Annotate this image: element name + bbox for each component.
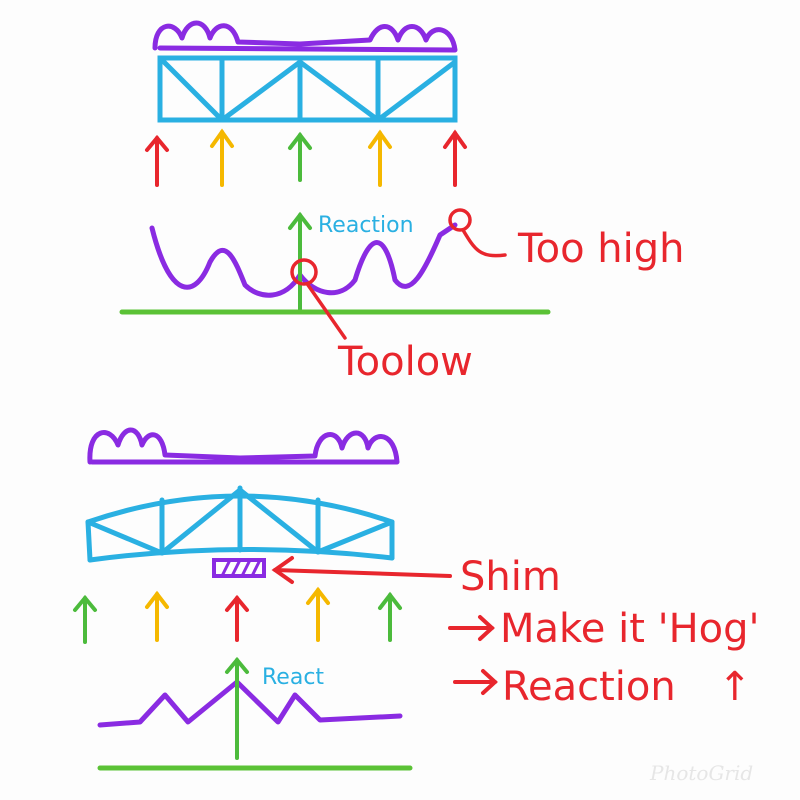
bottom-load-curve	[87, 427, 400, 465]
hog-label: Make it 'Hog'	[500, 606, 760, 652]
bottom-truss	[85, 485, 395, 563]
shim-label: Shim	[460, 554, 561, 600]
arrow-up-icon	[368, 129, 392, 187]
top-diagram: Reaction Too high Toolow	[119, 20, 685, 385]
arrow-up-icon	[145, 590, 169, 642]
arrow-up-icon	[306, 586, 330, 642]
too-low-label: Toolow	[337, 339, 473, 385]
reaction-up-label: Reaction	[502, 664, 676, 710]
arrow-up-icon	[145, 134, 169, 187]
bottom-reaction-arrows	[73, 586, 402, 644]
arrow-up-icon	[210, 128, 234, 187]
top-center-reaction-arrow	[288, 211, 312, 314]
arrow-up-icon	[443, 129, 467, 187]
top-truss	[157, 55, 458, 123]
shim-pointer-arrow	[271, 556, 452, 584]
arrow-up-icon	[73, 594, 97, 644]
top-reaction-arrows	[145, 128, 467, 187]
hog-arrow-icon	[448, 615, 495, 641]
too-high-circle	[448, 208, 472, 232]
too-low-circle	[290, 258, 318, 286]
bottom-diagram: React Shim Make it 'Hog' Reaction ↑	[73, 427, 760, 771]
too-high-label: Too high	[517, 226, 685, 272]
watermark: PhotoGrid	[649, 761, 753, 785]
bottom-center-reaction-arrow	[225, 656, 249, 760]
bottom-react-label: React	[262, 665, 324, 690]
top-reaction-label: Reaction	[318, 213, 414, 238]
arrow-up-icon	[378, 591, 402, 642]
up-arrow-icon: ↑	[718, 664, 752, 710]
arrow-up-icon	[288, 131, 312, 182]
shim-block	[212, 558, 266, 578]
bottom-reaction-curve	[97, 679, 403, 728]
too-low-pointer	[306, 283, 347, 340]
reaction-arrow-icon	[453, 669, 498, 695]
too-high-pointer	[461, 228, 507, 258]
arrow-up-icon	[225, 594, 249, 642]
top-load-curve	[152, 20, 458, 53]
